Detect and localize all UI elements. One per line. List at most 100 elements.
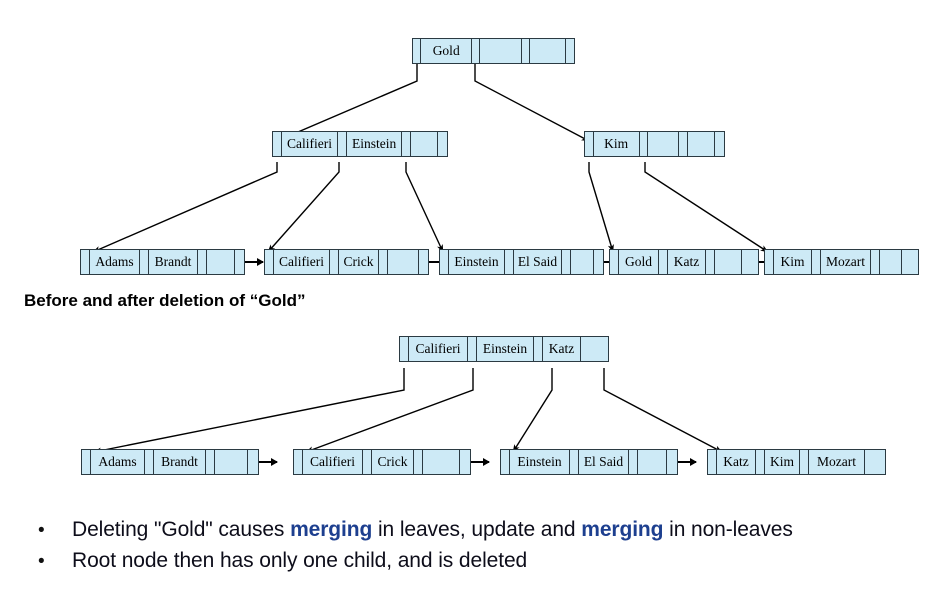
list-item: • Deleting "Gold" causes merging in leav… [34, 518, 914, 542]
leaf-adams-brandt[interactable]: Adams Brandt [80, 249, 245, 275]
node-pointer-cell [570, 450, 579, 474]
bullet-text-run: in non-leaves [663, 518, 793, 541]
node-empty-key-cell [215, 450, 248, 474]
leaf-gold-katz[interactable]: Gold Katz [609, 249, 759, 275]
node-pointer-cell [501, 450, 510, 474]
node-pointer-cell [765, 250, 774, 274]
node-empty-key-cell [715, 250, 742, 274]
list-item: • Root node then has only one child, and… [34, 549, 914, 573]
leaf-sibling-link [678, 457, 697, 466]
leaf-califieri-crick[interactable]: Califieri Crick [293, 449, 471, 475]
node-pointer-cell [871, 250, 880, 274]
node-key-cell: Gold [421, 39, 472, 63]
node-pointer-cell [742, 250, 751, 274]
node-pointer-cell [440, 250, 449, 274]
edge-after-root-to-leaves-group [93, 368, 723, 454]
bullet-keyword: merging [290, 518, 373, 541]
leaf-katz-kim-mozart[interactable]: Katz Kim Mozart [707, 449, 886, 475]
root-node-califieri-einstein-katz[interactable]: Califieri Einstein Katz [399, 336, 609, 362]
leaf-sibling-link [245, 257, 264, 266]
node-pointer-cell [273, 132, 282, 156]
node-pointer-cell [667, 450, 676, 474]
node-key-cell: Mozart [809, 450, 865, 474]
node-key-cell: Califieri [303, 450, 363, 474]
root-node-gold[interactable]: Gold [412, 38, 575, 64]
leaf-adams-brandt[interactable]: Adams Brandt [81, 449, 259, 475]
node-key-cell: Adams [91, 450, 145, 474]
node-pointer-cell [400, 337, 409, 361]
node-pointer-cell [565, 39, 574, 63]
node-pointer-cell [140, 250, 149, 274]
bullet-marker-icon: • [38, 520, 45, 541]
node-pointer-cell [534, 337, 543, 361]
node-pointer-cell [585, 132, 594, 156]
node-key-cell: Califieri [409, 337, 468, 361]
leaf-einstein-elsaid[interactable]: Einstein El Said [439, 249, 604, 275]
node-empty-key-cell [423, 450, 460, 474]
bullet-text: Root node then has only one child, and i… [72, 549, 527, 573]
node-pointer-cell [206, 450, 215, 474]
node-empty-key-cell [530, 39, 566, 63]
node-key-cell: El Said [579, 450, 629, 474]
node-key-cell: Einstein [449, 250, 505, 274]
node-pointer-cell [610, 250, 619, 274]
node-pointer-cell [419, 250, 428, 274]
edge-internal-left-to-leaves-group [92, 162, 444, 253]
node-pointer-cell [145, 450, 154, 474]
node-pointer-cell [562, 250, 571, 274]
node-pointer-cell [330, 250, 339, 274]
node-pointer-cell [363, 450, 372, 474]
node-pointer-cell [639, 132, 649, 156]
node-pointer-cell [413, 39, 422, 63]
node-pointer-cell [248, 450, 257, 474]
edge-internal-right-to-leaves-group [588, 162, 769, 253]
node-empty-key-cell [880, 250, 902, 274]
bullet-text-run: Deleting "Gold" causes [72, 518, 291, 541]
node-empty-key-cell [571, 250, 594, 274]
node-pointer-cell [706, 250, 715, 274]
node-pointer-cell [659, 250, 668, 274]
node-pointer-cell [715, 132, 724, 156]
node-pointer-cell [505, 250, 514, 274]
node-pointer-cell [468, 337, 477, 361]
bullet-keyword: merging [581, 518, 664, 541]
node-key-cell: Brandt [149, 250, 198, 274]
node-key-cell: Mozart [821, 250, 871, 274]
node-empty-key-cell [688, 132, 716, 156]
node-key-cell: Katz [543, 337, 581, 361]
leaf-sibling-link [259, 457, 278, 466]
node-empty-key-cell [638, 450, 667, 474]
node-pointer-cell [402, 132, 412, 156]
node-pointer-cell [379, 250, 388, 274]
bullet-marker-icon: • [38, 551, 45, 572]
node-key-cell: Katz [717, 450, 756, 474]
node-pointer-cell [708, 450, 717, 474]
node-pointer-cell [294, 450, 303, 474]
node-pointer-cell [522, 39, 531, 63]
node-empty-key-cell [388, 250, 419, 274]
node-key-cell: Einstein [510, 450, 570, 474]
node-key-cell: Kim [765, 450, 800, 474]
bullet-list: • Deleting "Gold" causes merging in leav… [34, 518, 914, 580]
leaf-califieri-crick[interactable]: Califieri Crick [264, 249, 429, 275]
leaf-kim-mozart[interactable]: Kim Mozart [764, 249, 919, 275]
node-key-cell: Einstein [346, 132, 403, 156]
node-key-cell: El Said [514, 250, 562, 274]
node-pointer-cell [414, 450, 423, 474]
node-pointer-cell [629, 450, 638, 474]
node-pointer-cell [438, 132, 448, 156]
leaf-sibling-link [471, 457, 490, 466]
internal-node-califieri-einstein[interactable]: Califieri Einstein [272, 131, 448, 157]
node-empty-key-cell [207, 250, 235, 274]
edge-root-to-internal-group [276, 62, 590, 142]
bullet-text-run: in leaves, update and [372, 518, 582, 541]
node-pointer-cell [902, 250, 911, 274]
node-key-cell: Kim [774, 250, 812, 274]
leaf-einstein-elsaid[interactable]: Einstein El Said [500, 449, 678, 475]
page-title: Before and after deletion of “Gold” [24, 291, 306, 310]
node-pointer-cell [338, 132, 347, 156]
node-pointer-cell [82, 450, 91, 474]
internal-node-kim[interactable]: Kim [584, 131, 725, 157]
node-key-cell: Brandt [154, 450, 206, 474]
